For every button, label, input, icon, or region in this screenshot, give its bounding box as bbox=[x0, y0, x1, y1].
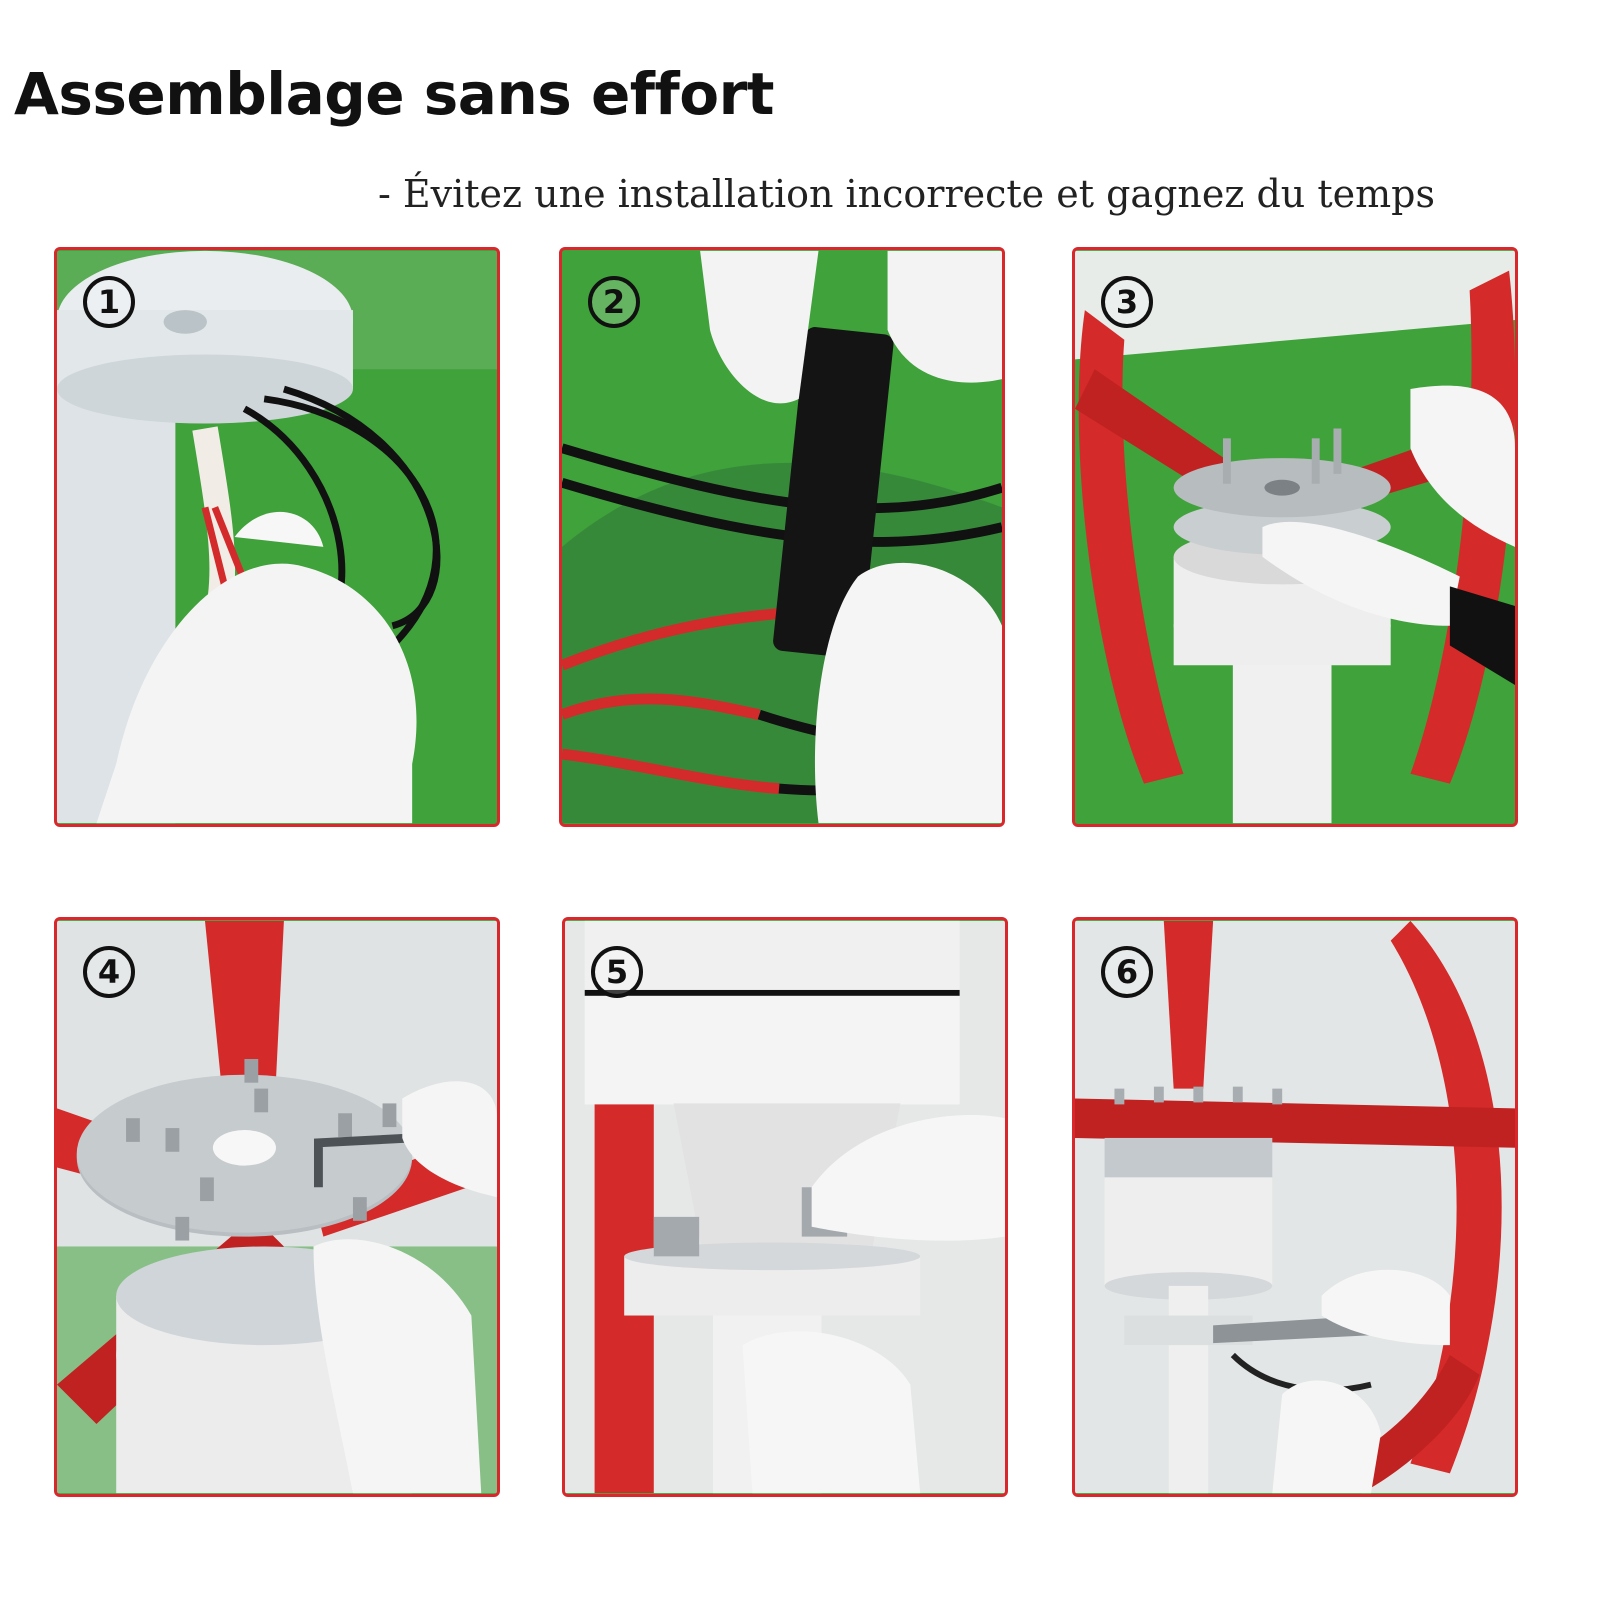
step-number-badge: 2 bbox=[588, 276, 640, 328]
step-number-badge: 6 bbox=[1101, 946, 1153, 998]
step-2-panel: 2 bbox=[559, 247, 1005, 827]
step-number-badge: 1 bbox=[83, 276, 135, 328]
step-1-panel: 1 bbox=[54, 247, 500, 827]
step-6-image bbox=[1075, 920, 1515, 1494]
page-title: Assemblage sans effort bbox=[14, 60, 774, 128]
step-1-image bbox=[57, 250, 497, 824]
step-4-panel: 4 bbox=[54, 917, 500, 1497]
step-number-badge: 4 bbox=[83, 946, 135, 998]
step-5-image bbox=[565, 920, 1005, 1494]
step-3-panel: 3 bbox=[1072, 247, 1518, 827]
step-2-image bbox=[562, 250, 1002, 824]
step-5-panel: 5 bbox=[562, 917, 1008, 1497]
page-subtitle: - Évitez une installation incorrecte et … bbox=[378, 172, 1435, 216]
step-4-image bbox=[57, 920, 497, 1494]
step-number-badge: 5 bbox=[591, 946, 643, 998]
step-6-panel: 6 bbox=[1072, 917, 1518, 1497]
step-3-image bbox=[1075, 250, 1515, 824]
step-number-badge: 3 bbox=[1101, 276, 1153, 328]
